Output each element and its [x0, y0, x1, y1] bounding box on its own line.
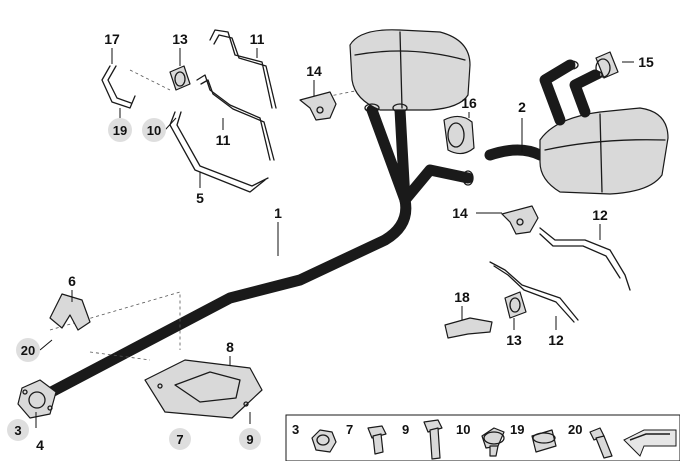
hex-nut-icon: [311, 429, 337, 453]
callout-12-upper: 12: [592, 207, 608, 223]
legend-item-20-number: 20: [568, 422, 582, 437]
callout-11-upper: 11: [250, 31, 265, 47]
bushing-icon: [531, 429, 557, 453]
legend-item-10-number: 10: [456, 422, 470, 437]
leader-lines: [35, 48, 634, 428]
hanger-11-lower: [196, 74, 275, 161]
callout-13-upper: 13: [172, 31, 188, 47]
callout-10-text: 10: [147, 123, 161, 138]
hanger-11-upper: [209, 29, 277, 109]
callout-3-text: 3: [14, 423, 21, 438]
stud-bolt-icon: [589, 427, 613, 459]
front-flange: [17, 379, 57, 419]
legend-item-7-number: 7: [346, 422, 353, 437]
long-bolt-icon: [423, 419, 443, 460]
hanger-6: [49, 293, 91, 331]
callout-9: 9: [239, 428, 261, 450]
hanger-12-upper: [539, 227, 631, 291]
bolt-icon: [367, 425, 387, 455]
rubber-mount-13-upper: [169, 65, 191, 91]
callout-19: 19: [108, 118, 132, 142]
callout-14-lower: 14: [452, 205, 468, 221]
tailpipe-trim: [595, 51, 619, 79]
callout-11-lower: 11: [216, 132, 231, 148]
callout-7: 7: [169, 428, 191, 450]
callout-5: 5: [196, 190, 204, 206]
bracket-14-upper: [299, 91, 337, 121]
hanger-17: [101, 65, 136, 109]
front-exhaust-pipe: [34, 104, 474, 404]
center-muffler: [349, 29, 471, 113]
callout-19-text: 19: [113, 123, 127, 138]
callout-10: 10: [142, 118, 166, 142]
callout-17: 17: [104, 31, 120, 47]
callout-6: 6: [68, 273, 76, 289]
callout-13-lower: 13: [506, 332, 522, 348]
callout-20: 20: [16, 338, 40, 362]
flange-bolt-icon: [481, 427, 505, 457]
fastener-legend: 3 7 9 10 19 20: [285, 414, 680, 461]
hanger-12-lower: [489, 261, 579, 323]
next-page-arrow-icon[interactable]: [623, 429, 677, 457]
bracket-14-lower: [501, 205, 539, 235]
bracket-18: [444, 317, 493, 339]
legend-item-19-number: 19: [510, 422, 524, 437]
legend-item-3-number: 3: [292, 422, 299, 437]
callout-16: 16: [461, 95, 477, 111]
callout-1: 1: [274, 205, 282, 221]
callout-3: 3: [7, 419, 29, 441]
callout-15: 15: [638, 54, 654, 70]
callout-18: 18: [454, 289, 470, 305]
callout-12-lower: 12: [548, 332, 564, 348]
callout-2: 2: [518, 99, 526, 115]
bracket-5: [169, 111, 269, 193]
pipe-clamp: [443, 115, 475, 155]
legend-item-9-number: 9: [402, 422, 409, 437]
callout-7-text: 7: [176, 432, 183, 447]
rear-muffler: [484, 59, 669, 195]
callout-20-text: 20: [21, 343, 35, 358]
callout-14-upper: 14: [306, 63, 322, 79]
callout-8: 8: [226, 339, 234, 355]
callout-4: 4: [36, 437, 44, 453]
callout-9-text: 9: [246, 432, 253, 447]
heat-shield-8: [144, 359, 263, 419]
rubber-mount-13-lower: [504, 291, 527, 319]
